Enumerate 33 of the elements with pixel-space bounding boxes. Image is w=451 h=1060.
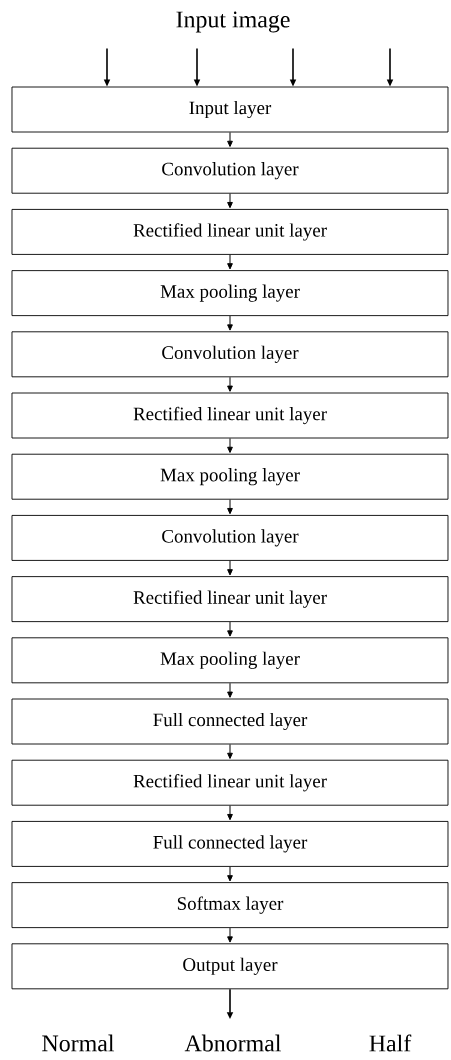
arrow xyxy=(227,254,233,270)
layer-box: Convolution layer xyxy=(11,514,449,561)
layer-box: Max pooling layer xyxy=(11,270,449,317)
layer-box: Max pooling layer xyxy=(11,637,449,684)
output-class-label: Half xyxy=(369,1034,412,1052)
arrow xyxy=(227,376,233,392)
layer-box: Convolution layer xyxy=(11,331,449,378)
arrow xyxy=(227,560,233,576)
arrow xyxy=(227,499,233,515)
layer-box: Rectified linear unit layer xyxy=(11,208,449,255)
arrow xyxy=(227,927,233,943)
arrow xyxy=(227,805,233,821)
layer-box: Convolution layer xyxy=(11,147,449,194)
arrow xyxy=(227,193,233,209)
arrow xyxy=(227,621,233,637)
arrow xyxy=(227,131,233,147)
title: Input image xyxy=(176,11,290,33)
output-class-label: Normal xyxy=(42,1034,115,1052)
arrow xyxy=(227,682,233,698)
layer-box: Full connected layer xyxy=(11,820,449,867)
layer-box: Rectified linear unit layer xyxy=(11,392,449,439)
arrow xyxy=(227,437,233,453)
arrow xyxy=(227,866,233,882)
arrow xyxy=(227,315,233,331)
layer-box: Softmax layer xyxy=(11,882,449,929)
layer-box: Full connected layer xyxy=(11,698,449,745)
output-class-label: Abnormal xyxy=(184,1034,281,1052)
layer-box: Input layer xyxy=(11,86,449,133)
layer-box: Max pooling layer xyxy=(11,453,449,500)
layer-box: Output layer xyxy=(11,943,449,990)
layer-box: Rectified linear unit layer xyxy=(11,759,449,806)
arrow xyxy=(227,743,233,759)
layer-box: Rectified linear unit layer xyxy=(11,576,449,623)
